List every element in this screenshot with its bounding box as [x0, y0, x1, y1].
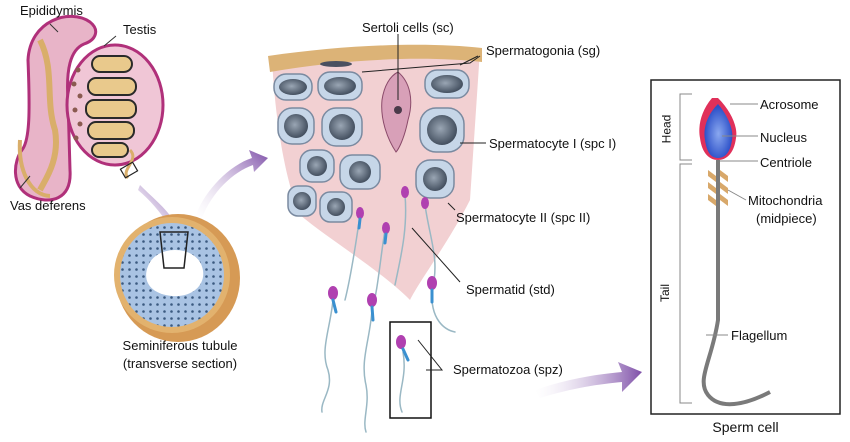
label-testis: Testis [123, 22, 157, 37]
label-head-region: Head [659, 114, 674, 144]
label-spermatocyte-1: Spermatocyte I (spc I) [489, 136, 617, 151]
label-epididymis: Epididymis [20, 3, 83, 18]
seminiferous-tubule-illustration [114, 214, 240, 342]
label-vas-deferens: Vas deferens [10, 198, 86, 213]
label-centriole: Centriole [760, 155, 813, 170]
label-midpiece: (midpiece) [756, 211, 817, 226]
label-spermatocyte-2: Spermatocyte II (spc II) [456, 210, 591, 225]
label-mitochondria: Mitochondria [748, 193, 823, 208]
label-transverse-section: (transverse section) [122, 356, 238, 371]
label-acrosome: Acrosome [760, 97, 819, 112]
label-seminiferous-tubule: Seminiferous tubule [122, 338, 238, 353]
label-spermatid: Spermatid (std) [466, 282, 555, 297]
tubule-wall-illustration [268, 44, 482, 300]
sperm-cell-illustration [650, 79, 841, 415]
testis-illustration [14, 14, 165, 202]
arrow-to-sperm-cell [535, 362, 642, 398]
arrow-tubule-to-wall [196, 150, 268, 218]
label-flagellum: Flagellum [731, 328, 788, 343]
label-tail-region: Tail [658, 283, 673, 303]
label-sperm-cell-caption: Sperm cell [712, 419, 779, 435]
leader-lines [361, 34, 486, 371]
label-sertoli-cells: Sertoli cells (sc) [362, 20, 454, 35]
spermatozoa-illustration [321, 186, 456, 433]
label-nucleus: Nucleus [760, 130, 807, 145]
label-spermatozoa: Spermatozoa (spz) [453, 362, 563, 377]
label-spermatogonia: Spermatogonia (sg) [486, 43, 601, 58]
